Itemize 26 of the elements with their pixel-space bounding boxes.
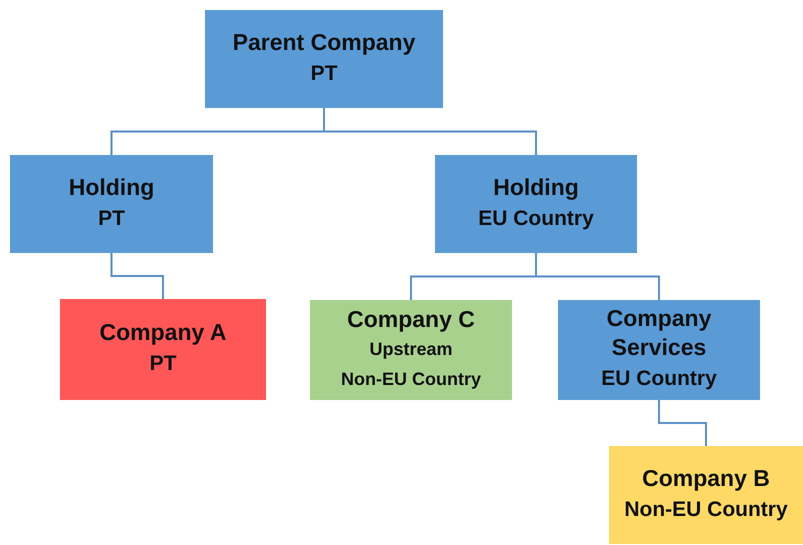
connector-line: [110, 253, 164, 299]
org-box: [558, 300, 760, 400]
entity-name: Company A: [100, 318, 226, 348]
org-box: [310, 300, 512, 400]
org-box: [435, 155, 637, 253]
entity-name: Company C: [347, 305, 475, 334]
entity-detail: Upstream: [369, 338, 453, 361]
entity-name: Company Services: [606, 304, 712, 362]
entity-name: Holding: [493, 172, 579, 202]
entity-detail: PT: [150, 351, 176, 378]
entity-name: Parent Company: [232, 28, 416, 57]
connector-line: [658, 400, 707, 446]
org-box: [205, 10, 443, 108]
org-box: [10, 155, 213, 253]
org-box: [60, 299, 266, 400]
entity-detail: EU Country: [478, 206, 594, 232]
connector-line: [323, 108, 537, 155]
entity-detail: Non-EU Country: [341, 368, 481, 392]
connector-line: [535, 253, 660, 300]
entity-detail: PT: [98, 206, 125, 232]
entity-detail: PT: [310, 60, 338, 87]
entity-name: Holding: [68, 172, 154, 202]
entity-name: Company B: [642, 464, 770, 493]
entity-detail: EU Country: [601, 366, 717, 392]
org-box: [609, 446, 803, 544]
entity-detail: Non-EU Country: [624, 496, 788, 523]
